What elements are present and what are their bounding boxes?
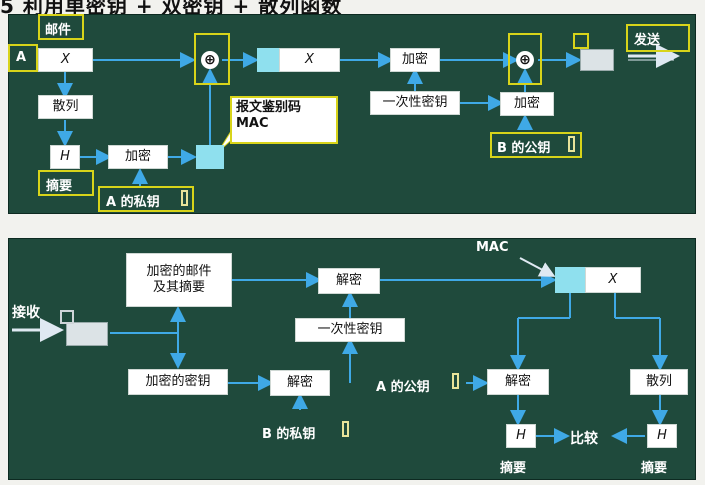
- hash-box: 散列: [630, 369, 688, 395]
- decrypt-mac-box: 解密: [487, 369, 549, 395]
- mac-cell: [196, 145, 224, 169]
- a-private-key-label: A 的私钥: [106, 195, 160, 210]
- encrypted-mail-line2: 及其摘要: [152, 280, 205, 295]
- recovered-x-box: X: [585, 267, 641, 293]
- mac-callout: 报文鉴别码 MAC: [230, 96, 338, 144]
- label-a-frame: [8, 44, 38, 72]
- digest-label: 摘要: [46, 179, 73, 194]
- plaintext-x-box: X: [38, 48, 93, 72]
- xor-frame-1: [194, 33, 230, 85]
- a-public-key-label: A 的公钥: [376, 380, 430, 395]
- key-icon: [181, 190, 188, 206]
- combined-mac-cell: [257, 48, 279, 72]
- a-private-key-frame: [98, 186, 194, 212]
- encrypt-digest-box: 加密: [108, 145, 168, 169]
- encrypt-message-box: 加密: [390, 48, 440, 72]
- mac-cell: [555, 267, 585, 293]
- encrypt-key-box: 加密: [500, 92, 554, 116]
- mac-callout-title: 报文鉴别码: [236, 100, 302, 115]
- mac-label: MAC: [476, 240, 509, 255]
- one-time-key-box: 一次性密钥: [370, 91, 460, 115]
- key-icon: [452, 373, 459, 389]
- digest-h-box: H: [50, 145, 80, 169]
- receive-label: 接收: [12, 305, 40, 321]
- envelope-icon: [580, 49, 614, 71]
- one-time-key-box: 一次性密钥: [295, 318, 405, 342]
- key-icon: [568, 136, 575, 152]
- b-public-key-frame: [490, 132, 582, 158]
- xor-icon-2: ⊕: [516, 51, 534, 69]
- mac-callout-sub: MAC: [236, 116, 269, 132]
- clipped-header: 5 利用单密钥 + 双密钥 + 散列函数: [0, 0, 705, 14]
- encrypted-key-box: 加密的密钥: [128, 369, 228, 395]
- digest-frame: [38, 170, 94, 196]
- decrypt-message-box: 解密: [318, 268, 380, 294]
- hash-box: 散列: [38, 95, 93, 119]
- key-icon: [342, 421, 349, 437]
- xor-frame-2: [508, 33, 542, 85]
- decrypt-key-box: 解密: [270, 370, 330, 396]
- send-frame: [626, 24, 690, 52]
- digest-label-right: 摘要: [641, 461, 668, 476]
- clipped-title: 5 利用单密钥 + 双密钥 + 散列函数: [0, 0, 343, 14]
- mail-frame: [38, 14, 84, 40]
- send-label: 发送: [634, 33, 661, 48]
- encrypted-mail-line1: 加密的邮件: [146, 264, 212, 280]
- xor-icon-1: ⊕: [201, 51, 219, 69]
- combined-x-box: X: [279, 48, 340, 72]
- digest-label-left: 摘要: [500, 461, 527, 476]
- lock-icon: [60, 310, 74, 324]
- digest-h-box-left: H: [506, 424, 536, 448]
- b-public-key-label: B 的公钥: [497, 141, 551, 156]
- sender-a-label: A: [16, 50, 27, 65]
- b-private-key-label: B 的私钥: [262, 427, 316, 442]
- compare-label: 比较: [570, 431, 598, 447]
- digest-h-box-right: H: [647, 424, 677, 448]
- envelope-icon: [66, 322, 108, 346]
- encrypted-mail-box: 加密的邮件 及其摘要: [126, 253, 232, 307]
- mail-label: 邮件: [45, 23, 72, 38]
- lock-icon: [573, 33, 589, 49]
